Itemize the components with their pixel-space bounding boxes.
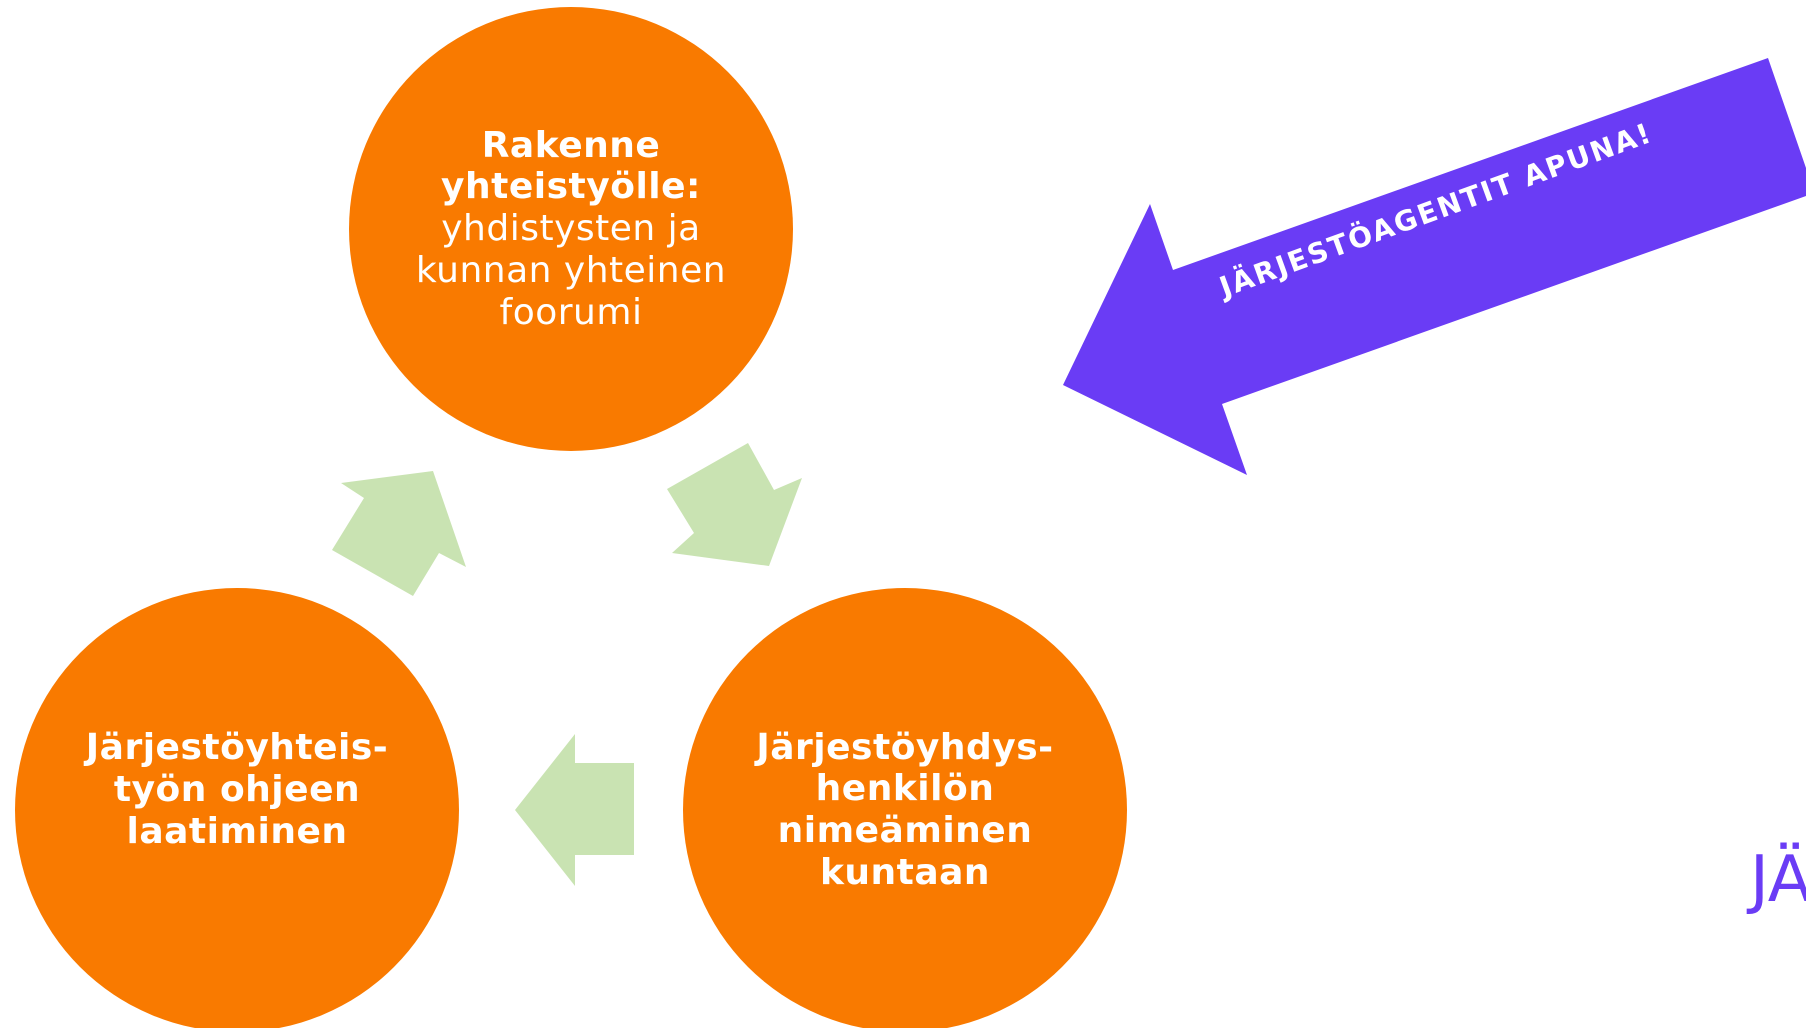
cycle-arrow-left-to-top [332, 471, 466, 596]
cycle-step-left-text: Järjestöyhteis- työn ohjeen laatiminen [57, 690, 417, 890]
cycle-step-top-text: Rakenne yhteistyölle: yhdistysten ja kun… [391, 89, 751, 369]
cycle-step-top-normal-2: kunnan yhteinen [415, 249, 727, 291]
cycle-step-right-bold-2: henkilön [815, 768, 995, 810]
cycle-circle-left [15, 588, 459, 1028]
cycle-circle-top [349, 7, 793, 451]
corner-logo-fragment: JÄ [1750, 843, 1806, 917]
cycle-step-right-text: Järjestöyhdys- henkilön nimeäminen kunta… [725, 680, 1085, 940]
cycle-circle-right [683, 588, 1127, 1028]
cycle-step-top-bold-2: yhteistyölle: [441, 166, 701, 208]
cycle-step-top-normal-3: foorumi [499, 291, 643, 333]
cycle-step-right-bold-4: kuntaan [819, 851, 991, 893]
cycle-step-left-bold-1: Järjestöyhteis- [85, 727, 389, 769]
cycle-step-top-bold-1: Rakenne [481, 124, 661, 166]
cycle-step-top-normal-1: yhdistysten ja [441, 208, 701, 250]
cycle-arrow-top-to-right [667, 443, 802, 566]
cycle-step-right-bold-3: nimeäminen [777, 810, 1033, 851]
banner-arrow [1063, 58, 1806, 475]
cycle-arrow-right-to-left [515, 734, 634, 886]
cycle-step-left-bold-3: laatiminen [126, 810, 348, 852]
cycle-step-right-bold-1: Järjestöyhdys- [756, 726, 1054, 768]
cycle-step-left-bold-2: työn ohjeen [113, 769, 361, 811]
